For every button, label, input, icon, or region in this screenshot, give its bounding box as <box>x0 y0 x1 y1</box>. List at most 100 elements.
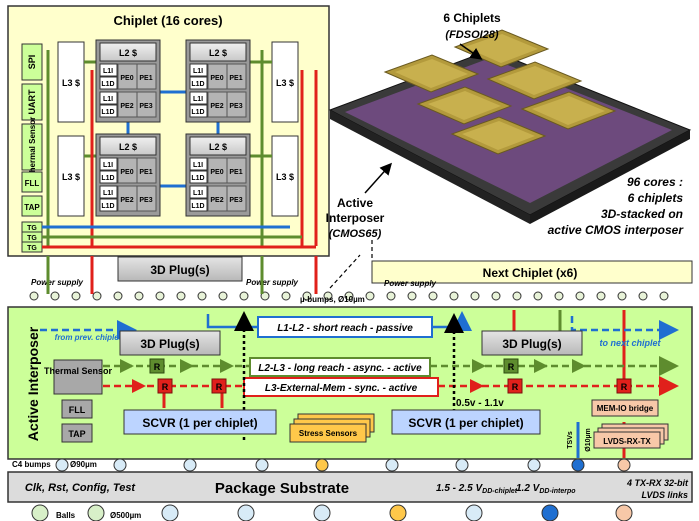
micro-bump <box>407 291 417 301</box>
svg-text:L1I: L1I <box>193 162 203 169</box>
c4-bump <box>113 458 127 472</box>
balls-row <box>31 504 633 521</box>
next-chiplet-bar <box>371 260 693 284</box>
micro-bump <box>512 291 522 301</box>
tsvs-label: TSVs <box>567 431 574 449</box>
micro-bump <box>302 291 312 301</box>
svg-text:L1D: L1D <box>191 203 204 210</box>
interposer-tech: (CMOS65) <box>329 228 382 240</box>
svg-text:TAP: TAP <box>68 429 85 439</box>
package-ball <box>161 504 179 521</box>
tap-label: TAP <box>24 203 40 212</box>
svg-text:L1D: L1D <box>191 109 204 116</box>
core-cluster-tl: L2 $ L1I L1D L1I L1D PE0 PE1 PE2 PE3 <box>95 39 161 123</box>
chiplets-pointer <box>459 43 483 60</box>
chiplet-3d-plug <box>117 256 243 282</box>
package-ball <box>389 504 407 521</box>
c4-bump <box>55 458 69 472</box>
micro-bump <box>323 291 333 301</box>
svg-text:PE0: PE0 <box>210 169 223 176</box>
link-l3-mem-box <box>243 377 439 397</box>
c4-bump <box>385 458 399 472</box>
tg-label-1: TG <box>27 225 37 232</box>
svg-text:R: R <box>512 382 519 392</box>
svg-text:L1D: L1D <box>101 81 114 88</box>
photo-subtitle: (FDSOI28) <box>445 29 499 41</box>
micro-bump <box>29 291 39 301</box>
link-l2-l3-label: L2-L3 - long reach - async. - active <box>258 363 422 374</box>
package-ball <box>541 504 559 521</box>
svg-text:PE3: PE3 <box>229 103 242 110</box>
micro-bump <box>470 291 480 301</box>
thermal-sensor-label: Thermal Sensor <box>28 117 37 177</box>
interposer-label-1: Active <box>337 196 373 210</box>
svg-text:L3 $: L3 $ <box>62 78 80 88</box>
tg-label-2: TG <box>27 235 37 242</box>
chiplet-peripherals: SPI UART Thermal Sensor FLL TAP TG TG TG <box>21 43 43 253</box>
c4-bump <box>455 458 469 472</box>
svg-text:PE0: PE0 <box>210 75 223 82</box>
svg-text:R: R <box>621 382 628 392</box>
interposer-fll <box>61 399 93 419</box>
micro-bump <box>638 291 648 301</box>
micro-bumps-label: µ-bumps, Ø10µm <box>300 295 365 304</box>
svg-text:L1D: L1D <box>191 175 204 182</box>
balls-size: Ø500µm <box>110 511 141 520</box>
lvds-stack: LVDS-RX-TX <box>593 423 669 449</box>
c4-bump <box>315 458 329 472</box>
micro-bump <box>218 291 228 301</box>
interposer-thermal-sensor <box>53 359 103 395</box>
to-next-label: to next chiplet <box>599 338 661 348</box>
svg-text:L1I: L1I <box>103 96 113 103</box>
micro-bump <box>659 291 669 301</box>
micro-bump <box>491 291 501 301</box>
lvds-links-line-2: LVDS links <box>641 490 688 500</box>
svg-text:PE1: PE1 <box>229 169 242 176</box>
svg-text:FLL: FLL <box>69 405 86 415</box>
spi-label: SPI <box>27 55 37 70</box>
package-ball <box>237 504 255 521</box>
c4-bump <box>255 458 269 472</box>
uart-label: UART <box>27 89 37 114</box>
c4-size: Ø90µm <box>70 460 97 469</box>
svg-text:L3 $: L3 $ <box>276 78 294 88</box>
from-prev-label: from prev. chiplet <box>55 333 122 342</box>
micro-bump <box>344 291 354 301</box>
chiplet-title: Chiplet (16 cores) <box>113 13 222 28</box>
svg-text:L1I: L1I <box>103 190 113 197</box>
core-cluster-bl: L2 $ L1I L1D L1I L1D PE0 PE1 PE2 PE3 <box>95 133 161 217</box>
scvr-right <box>391 409 541 435</box>
svg-text:L1I: L1I <box>103 162 113 169</box>
next-power-supply: Power supply <box>384 279 437 288</box>
micro-bump <box>71 291 81 301</box>
svg-text:PE1: PE1 <box>139 169 152 176</box>
micro-bump <box>596 291 606 301</box>
svg-text:PE3: PE3 <box>229 197 242 204</box>
vdd-interposer: 1.2 VDD-interpo <box>516 483 576 495</box>
interposer-plug-left <box>119 330 221 356</box>
micro-bump <box>554 291 564 301</box>
summary-line-2: 6 chiplets <box>628 191 684 205</box>
svg-text:PE0: PE0 <box>120 75 133 82</box>
tg-label-3: TG <box>27 245 37 252</box>
power-supply-right: Power supply <box>246 278 299 287</box>
svg-text:PE2: PE2 <box>120 197 133 204</box>
svg-text:R: R <box>162 382 169 392</box>
core-cluster-tr: L2 $ L1I L1D L1I L1D PE0 PE1 PE2 PE3 <box>185 39 251 123</box>
svg-text:L1D: L1D <box>101 109 114 116</box>
package-ball <box>87 504 105 521</box>
interposer-side-label: Active Interposer <box>25 326 41 441</box>
micro-bump <box>155 291 165 301</box>
micro-bump <box>113 291 123 301</box>
micro-bump <box>386 291 396 301</box>
svg-text:PE1: PE1 <box>229 75 242 82</box>
interposer-label-2: Interposer <box>326 211 385 225</box>
c4-bump <box>183 458 197 472</box>
link-l1-l2-box <box>257 316 433 338</box>
svg-text:PE3: PE3 <box>139 197 152 204</box>
link-l1-l2-label: L1-L2 - short reach - passive <box>277 323 413 334</box>
svg-text:3D Plug(s): 3D Plug(s) <box>140 337 199 351</box>
micro-bump <box>365 291 375 301</box>
svg-text:L1I: L1I <box>103 68 113 75</box>
micro-bump <box>197 291 207 301</box>
